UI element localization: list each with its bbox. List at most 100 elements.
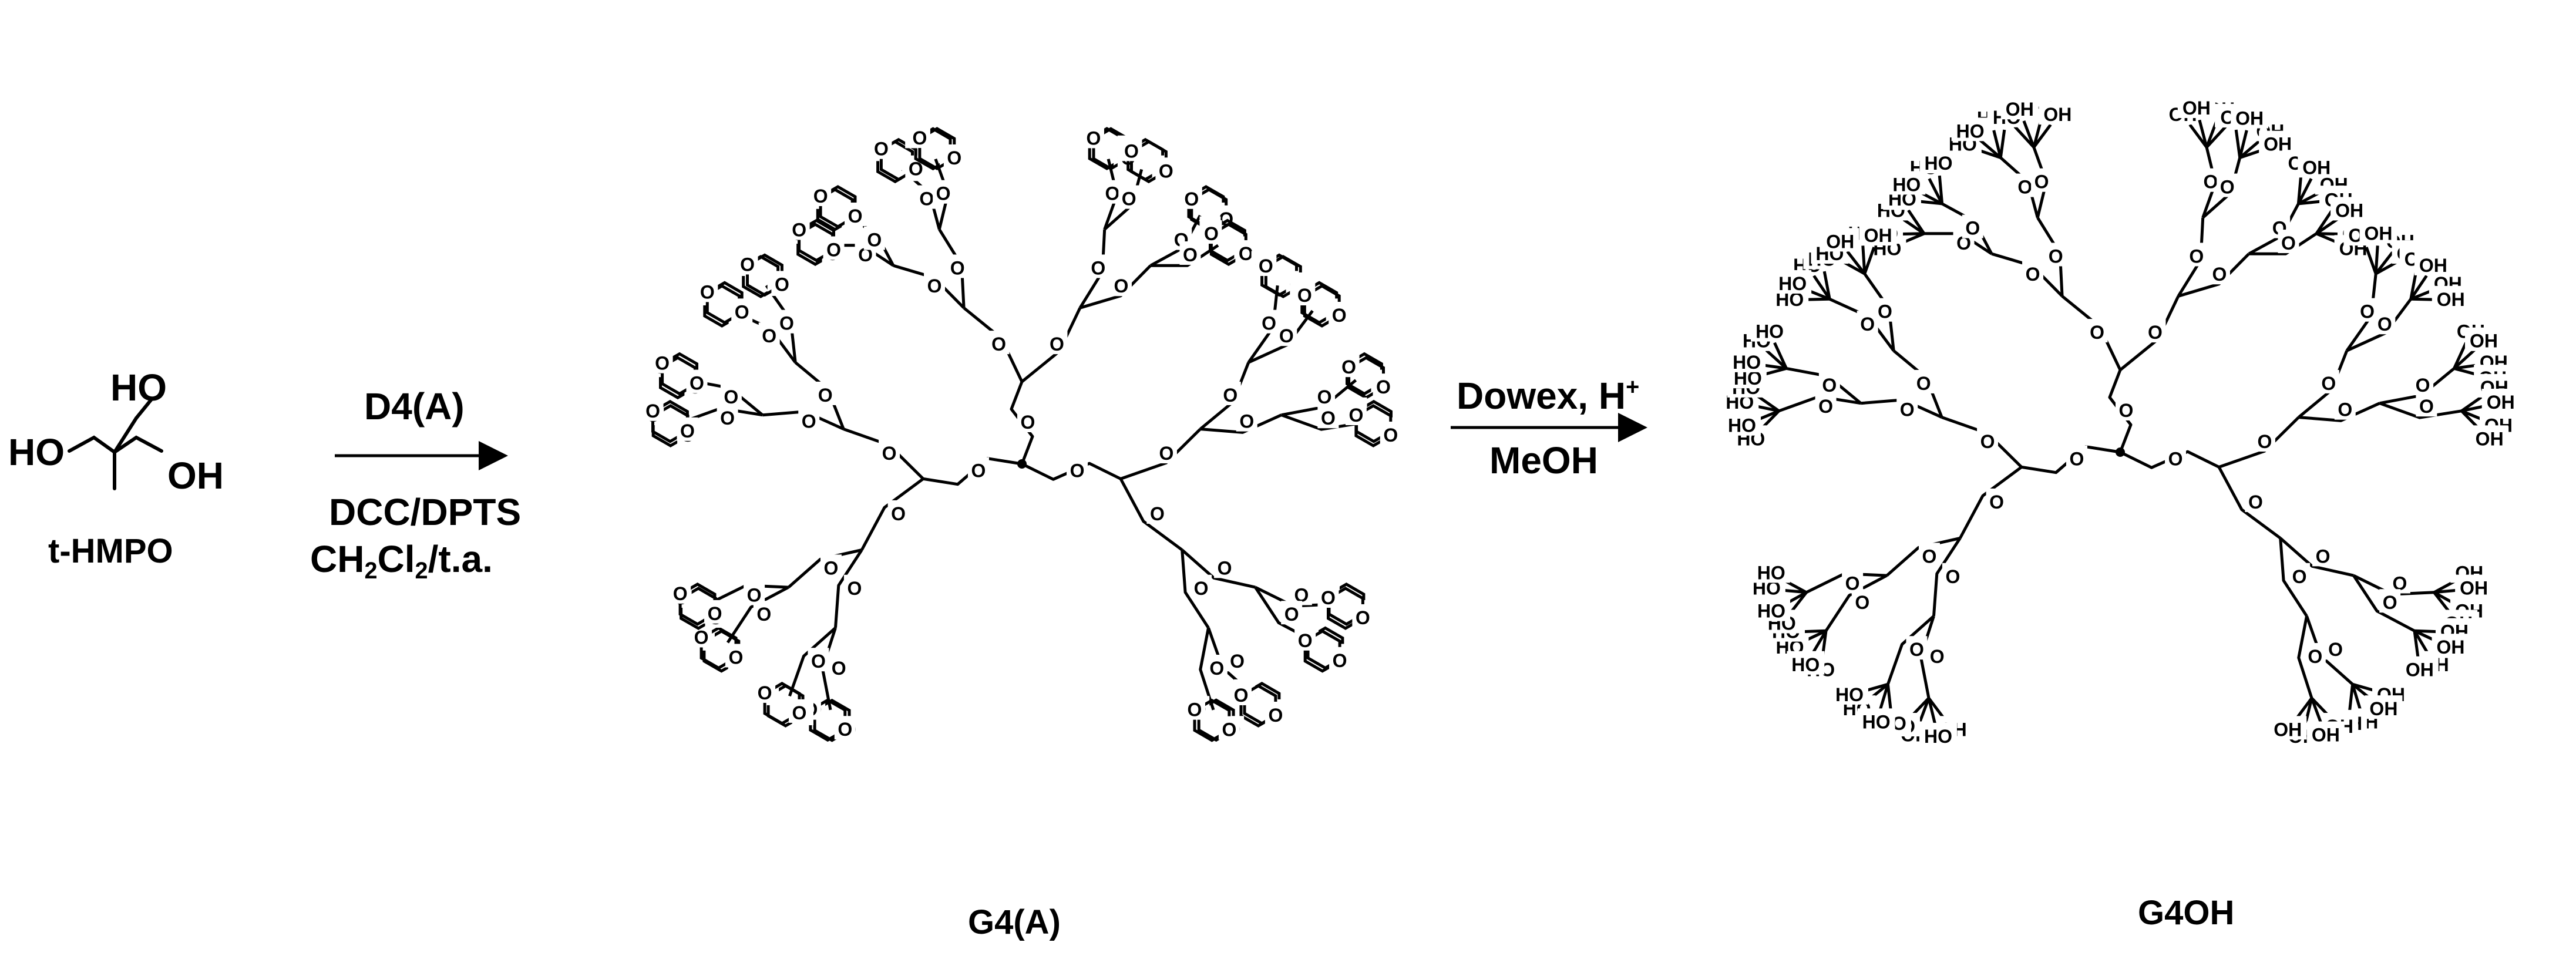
- ester-oxygen: O: [2292, 566, 2307, 587]
- atom-mask: [2455, 574, 2493, 598]
- atom-mask: [2306, 721, 2345, 745]
- bond-chain: [788, 627, 837, 697]
- ester-oxygen: O: [2034, 171, 2049, 193]
- atom-mask: [2254, 428, 2275, 452]
- hydroxyl-group: HO: [1757, 562, 1785, 583]
- atom-mask: [2298, 154, 2336, 178]
- ester-oxygen: O: [2308, 646, 2322, 667]
- atom-mask: [1146, 500, 1168, 524]
- atom-mask: [2245, 488, 2266, 512]
- ring-oxygen: O: [1184, 188, 1199, 210]
- bond-chain: [1863, 247, 1876, 275]
- ester-oxygen: O: [824, 557, 839, 578]
- ester-oxygen: O: [1909, 639, 1924, 660]
- bond-chain: [2296, 175, 2303, 204]
- hydroxyl-group: OH: [1864, 225, 1892, 246]
- hydroxyl-group: OH: [2274, 719, 2302, 740]
- bond-chain: [1846, 250, 1866, 275]
- ester-oxygen: O: [2419, 396, 2434, 417]
- atom-mask: [2231, 105, 2269, 129]
- atom-mask: [1821, 228, 1859, 252]
- ring-oxygen: O: [1348, 405, 1363, 426]
- atom-mask: [2031, 168, 2053, 192]
- atom-mask: [815, 381, 836, 405]
- step1-reagent: D4(A): [364, 385, 465, 427]
- step2-solvent: MeOH: [1489, 439, 1598, 482]
- atom-mask: [2066, 445, 2087, 469]
- ring-oxygen: O: [1268, 705, 1283, 726]
- bond-chain: [2198, 119, 2208, 148]
- bond-chain: [2248, 232, 2318, 255]
- atom-mask: [1942, 563, 1963, 587]
- ring-oxygen: O: [740, 254, 755, 275]
- bond-chain: [2453, 342, 2467, 369]
- bond-chain: [2013, 125, 2035, 149]
- ester-oxygen: O: [720, 408, 735, 429]
- hydroxyl-group: OH: [2006, 99, 2034, 120]
- atom-mask: [947, 254, 968, 278]
- start-oh-right: OH: [167, 455, 224, 497]
- atom-mask: [863, 226, 885, 250]
- atom-mask: [1294, 627, 1316, 651]
- atom-mask: [788, 216, 810, 240]
- ring-oxygen: O: [694, 627, 709, 648]
- bond-chain: [1200, 413, 1282, 434]
- hydroxyl-group: HO: [1835, 684, 1864, 705]
- ester-oxygen: O: [1105, 183, 1119, 204]
- bond-chain: [1885, 537, 1960, 577]
- atom-mask: [2365, 695, 2403, 719]
- ester-oxygen: O: [1159, 443, 1173, 464]
- hydroxyl-group: OH: [2470, 331, 2498, 352]
- atom-mask: [720, 383, 742, 408]
- ester-oxygen: O: [2148, 322, 2163, 343]
- g4oh-dendrimer-structure: OOOOHOHOHOHOOHOHOHOHOOOHOHOHOHOOHOHOOHOH…: [1721, 95, 2520, 747]
- ester-oxygen: O: [1989, 492, 2004, 513]
- bond-chain: [2375, 250, 2395, 275]
- ester-oxygen: O: [1091, 257, 1105, 278]
- atom-mask: [1281, 601, 1303, 625]
- ester-oxygen: O: [724, 386, 738, 408]
- ring-oxygen: O: [680, 420, 695, 442]
- hydroxyl-group: HO: [1791, 654, 1820, 675]
- ester-oxygen: O: [2168, 449, 2183, 470]
- bond-chain: [1150, 244, 1219, 267]
- atom-mask: [2412, 372, 2434, 396]
- ester-oxygen: O: [1262, 313, 1276, 334]
- atom-mask: [2416, 393, 2437, 417]
- atom-mask: [2379, 589, 2401, 613]
- atom-mask: [1345, 402, 1367, 426]
- ester-oxygen: O: [1150, 503, 1165, 524]
- ester-oxygen: O: [1980, 431, 1995, 452]
- bond-chain: [2379, 402, 2462, 419]
- hydroxyl-group: OH: [1826, 231, 1854, 252]
- atom-mask: [1294, 282, 1316, 306]
- bond-chain: [1810, 630, 1828, 656]
- atom-mask: [1200, 220, 1222, 244]
- ring-oxygen: O: [655, 353, 670, 374]
- ester-oxygen: O: [2377, 314, 2392, 335]
- product2-name: G4OH: [2138, 894, 2235, 932]
- atom-mask: [1214, 554, 1236, 578]
- ester-oxygen: O: [1930, 646, 1945, 667]
- ester-oxygen: O: [1284, 604, 1299, 625]
- step2-reagent: Dowex, H+: [1457, 374, 1640, 417]
- ester-oxygen: O: [2220, 177, 2235, 198]
- ester-oxygen: O: [847, 578, 862, 599]
- atom-mask: [697, 278, 718, 302]
- ester-oxygen: O: [1122, 188, 1136, 210]
- ester-oxygen: O: [1321, 408, 1336, 429]
- bond-chain: [2310, 698, 2323, 725]
- atom-mask: [1265, 701, 1286, 725]
- ester-oxygen: O: [1218, 557, 1232, 578]
- bond-chain: [1822, 271, 1831, 299]
- atom-mask: [2432, 285, 2470, 309]
- bond-chain: [1999, 129, 2006, 158]
- hydroxyl-group: OH: [2235, 108, 2264, 129]
- atom-mask: [988, 331, 1010, 355]
- ring-oxygen: O: [1356, 607, 1370, 628]
- ester-oxygen: O: [2316, 546, 2330, 567]
- atom-mask: [677, 417, 698, 441]
- bond-chain: [2279, 538, 2308, 617]
- ester-oxygen: O: [1114, 275, 1129, 297]
- atom-mask: [1874, 298, 1896, 322]
